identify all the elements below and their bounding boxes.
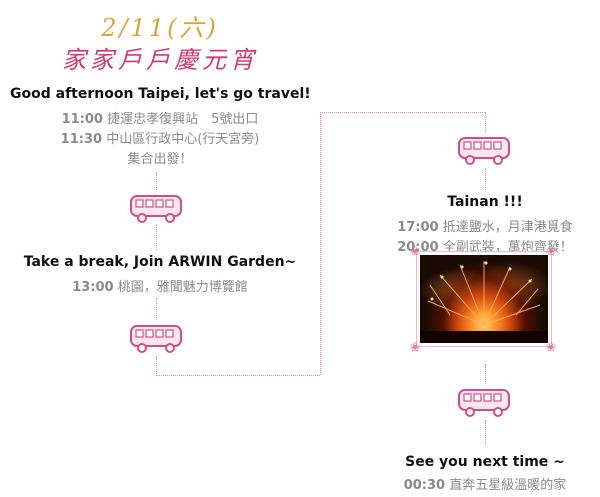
connector [320,112,321,375]
connector [485,168,486,190]
stop-3-line-1: 17:00 抵達鹽水，月津港覓食 [370,216,600,235]
text: 桃園，雅聞魅力博覽館 [117,280,248,295]
time: 13:00 [72,280,114,295]
stop-1-line-3: 集合出發！ [10,148,310,167]
connector [156,375,320,376]
connector [485,364,486,384]
bus-icon [130,195,182,223]
stop-2-heading: Take a break, Join ARWIN Garden~ [23,254,297,270]
connector [156,172,157,190]
text: 集合出發！ [127,152,193,167]
bus-icon [458,137,510,165]
date-title: 2/11(六) [101,14,219,42]
bus-icon [458,389,510,417]
stop-1-line-1: 11:00 捷運忠孝復興站 5號出口 [10,108,310,127]
connector [156,356,157,376]
stop-3-line-2: 20:00 全副武裝，萬炮齊發！ [370,236,600,255]
time: 17:00 [397,220,439,235]
stop-1-line-2: 11:30 中山區行政中心(行天宮旁) [10,128,310,147]
time: 11:30 [60,132,103,147]
flourish-icon: ❀ [546,244,557,258]
time: 20:00 [397,240,439,255]
connector [485,112,486,132]
stop-4-heading: See you next time ~ [405,454,565,470]
festival-title: 家家戶戶慶元宵 [62,46,258,74]
connector [320,112,485,113]
bus-icon [130,325,182,353]
flourish-icon: ❀ [546,340,557,354]
connector [156,298,157,320]
time: 00:30 [403,478,446,493]
flourish-icon: ❀ [410,244,421,258]
fireworks-photo: ❀ ❀ ❀ ❀ [410,245,556,353]
text: 抵達鹽水，月津港覓食 [442,220,573,235]
connector [485,420,486,444]
stop-1-heading: Good afternoon Taipei, let's go travel! [10,86,311,102]
time: 11:00 [61,112,103,127]
stop-4-line-1: 00:30 直奔五星級溫暖的家 [370,474,600,493]
text: 直奔五星級溫暖的家 [449,478,567,493]
stop-3-heading: Tainan !!! [447,194,523,210]
text: 全副武裝，萬炮齊發！ [442,240,573,255]
flourish-icon: ❀ [410,340,421,354]
connector [156,224,157,250]
text: 捷運忠孝復興站 5號出口 [107,112,259,127]
stop-2-line-1: 13:00 桃園，雅聞魅力博覽館 [10,276,310,295]
text: 中山區行政中心(行天宮旁) [106,132,260,147]
